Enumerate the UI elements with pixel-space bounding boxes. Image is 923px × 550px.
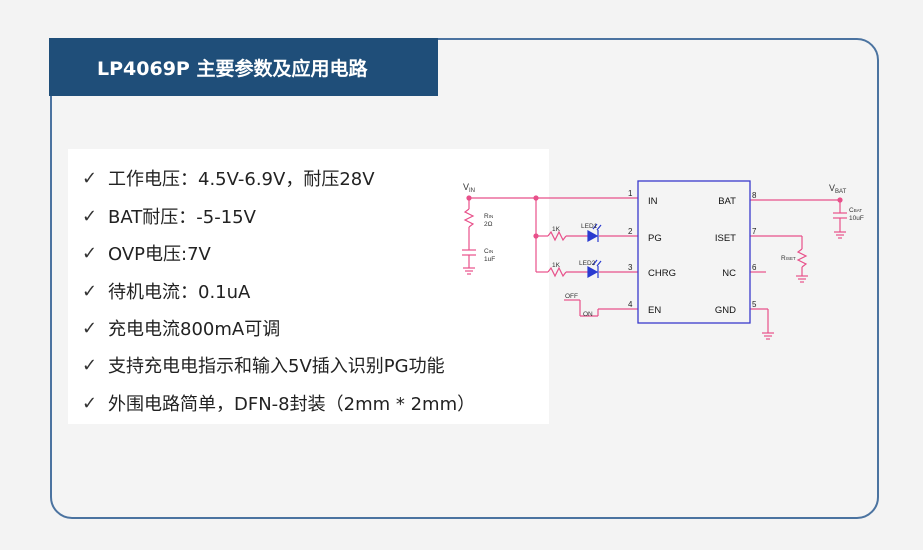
pin-name: BAT [718,196,736,207]
switch-off-label: OFF [565,293,578,300]
pin-number: 4 [628,300,633,309]
list-item: ✓ 工作电压：4.5V-6.9V，耐压28V [82,163,375,193]
cin-label: CIN [484,248,493,255]
r2-value: 1K [552,262,561,269]
list-item: ✓ 外围电路简单，DFN-8封装（2mm * 2mm） [82,388,475,418]
list-item: ✓ 支持充电电指示和输入5V插入识别PG功能 [82,350,445,380]
check-icon: ✓ [82,242,98,264]
pin-name: CHRG [648,268,676,279]
vin-label: VIN [463,182,475,194]
pin-name: IN [648,196,658,207]
list-item: ✓ 待机电流：0.1uA [82,276,250,306]
page-title: LP4069P 主要参数及应用电路 [49,38,438,96]
chip-body [637,180,751,324]
pin-number: 5 [752,300,757,309]
resistor-rin [463,208,475,228]
resistor-r1 [547,230,567,242]
feature-list: ✓ 工作电压：4.5V-6.9V，耐压28V ✓ BAT耐压：-5-15V ✓ … [68,149,549,424]
cbat-value: 10uF [849,215,864,222]
r1-value: 1K [552,226,561,233]
check-icon: ✓ [82,280,98,302]
list-item: ✓ OVP电压:7V [82,238,211,268]
feature-text: 待机电流：0.1uA [108,282,251,303]
led1-icon [587,229,599,243]
list-item: ✓ BAT耐压：-5-15V [82,201,256,231]
switch-on-label: ON [583,311,593,318]
pin-number: 8 [752,191,757,200]
pin-name: GND [715,305,736,316]
pin-name: ISET [715,233,736,244]
feature-text: 支持充电电指示和输入5V插入识别PG功能 [108,356,445,377]
feature-text: 外围电路简单，DFN-8封装（2mm * 2mm） [108,394,476,415]
check-icon: ✓ [82,205,98,227]
led2-icon [587,265,599,279]
rin-value: 2Ω [484,221,493,228]
pin-number: 1 [628,189,633,198]
feature-text: BAT耐压：-5-15V [108,207,256,228]
pin-number: 6 [752,263,757,272]
pin-name: EN [648,305,661,316]
pin-number: 2 [628,227,633,236]
cbat-label: CBAT [849,207,862,214]
check-icon: ✓ [82,167,98,189]
check-icon: ✓ [82,392,98,414]
pin-name: PG [648,233,662,244]
pin-name: NC [722,268,736,279]
led1-label: LED1 [581,223,598,230]
cin-value: 1uF [484,256,495,263]
feature-text: OVP电压:7V [108,244,211,265]
check-icon: ✓ [82,354,98,376]
led2-label: LED2 [579,260,596,267]
rin-label: RIN [484,213,493,220]
list-item: ✓ 充电电流800mA可调 [82,313,280,343]
pin-number: 7 [752,227,757,236]
riset-label: RISET [781,255,796,262]
pin-number: 3 [628,263,633,272]
vbat-label: VBAT [829,183,847,195]
feature-text: 充电电流800mA可调 [108,319,281,340]
resistor-riset [796,248,808,268]
check-icon: ✓ [82,317,98,339]
feature-text: 工作电压：4.5V-6.9V，耐压28V [108,169,375,190]
resistor-r2 [547,266,567,278]
